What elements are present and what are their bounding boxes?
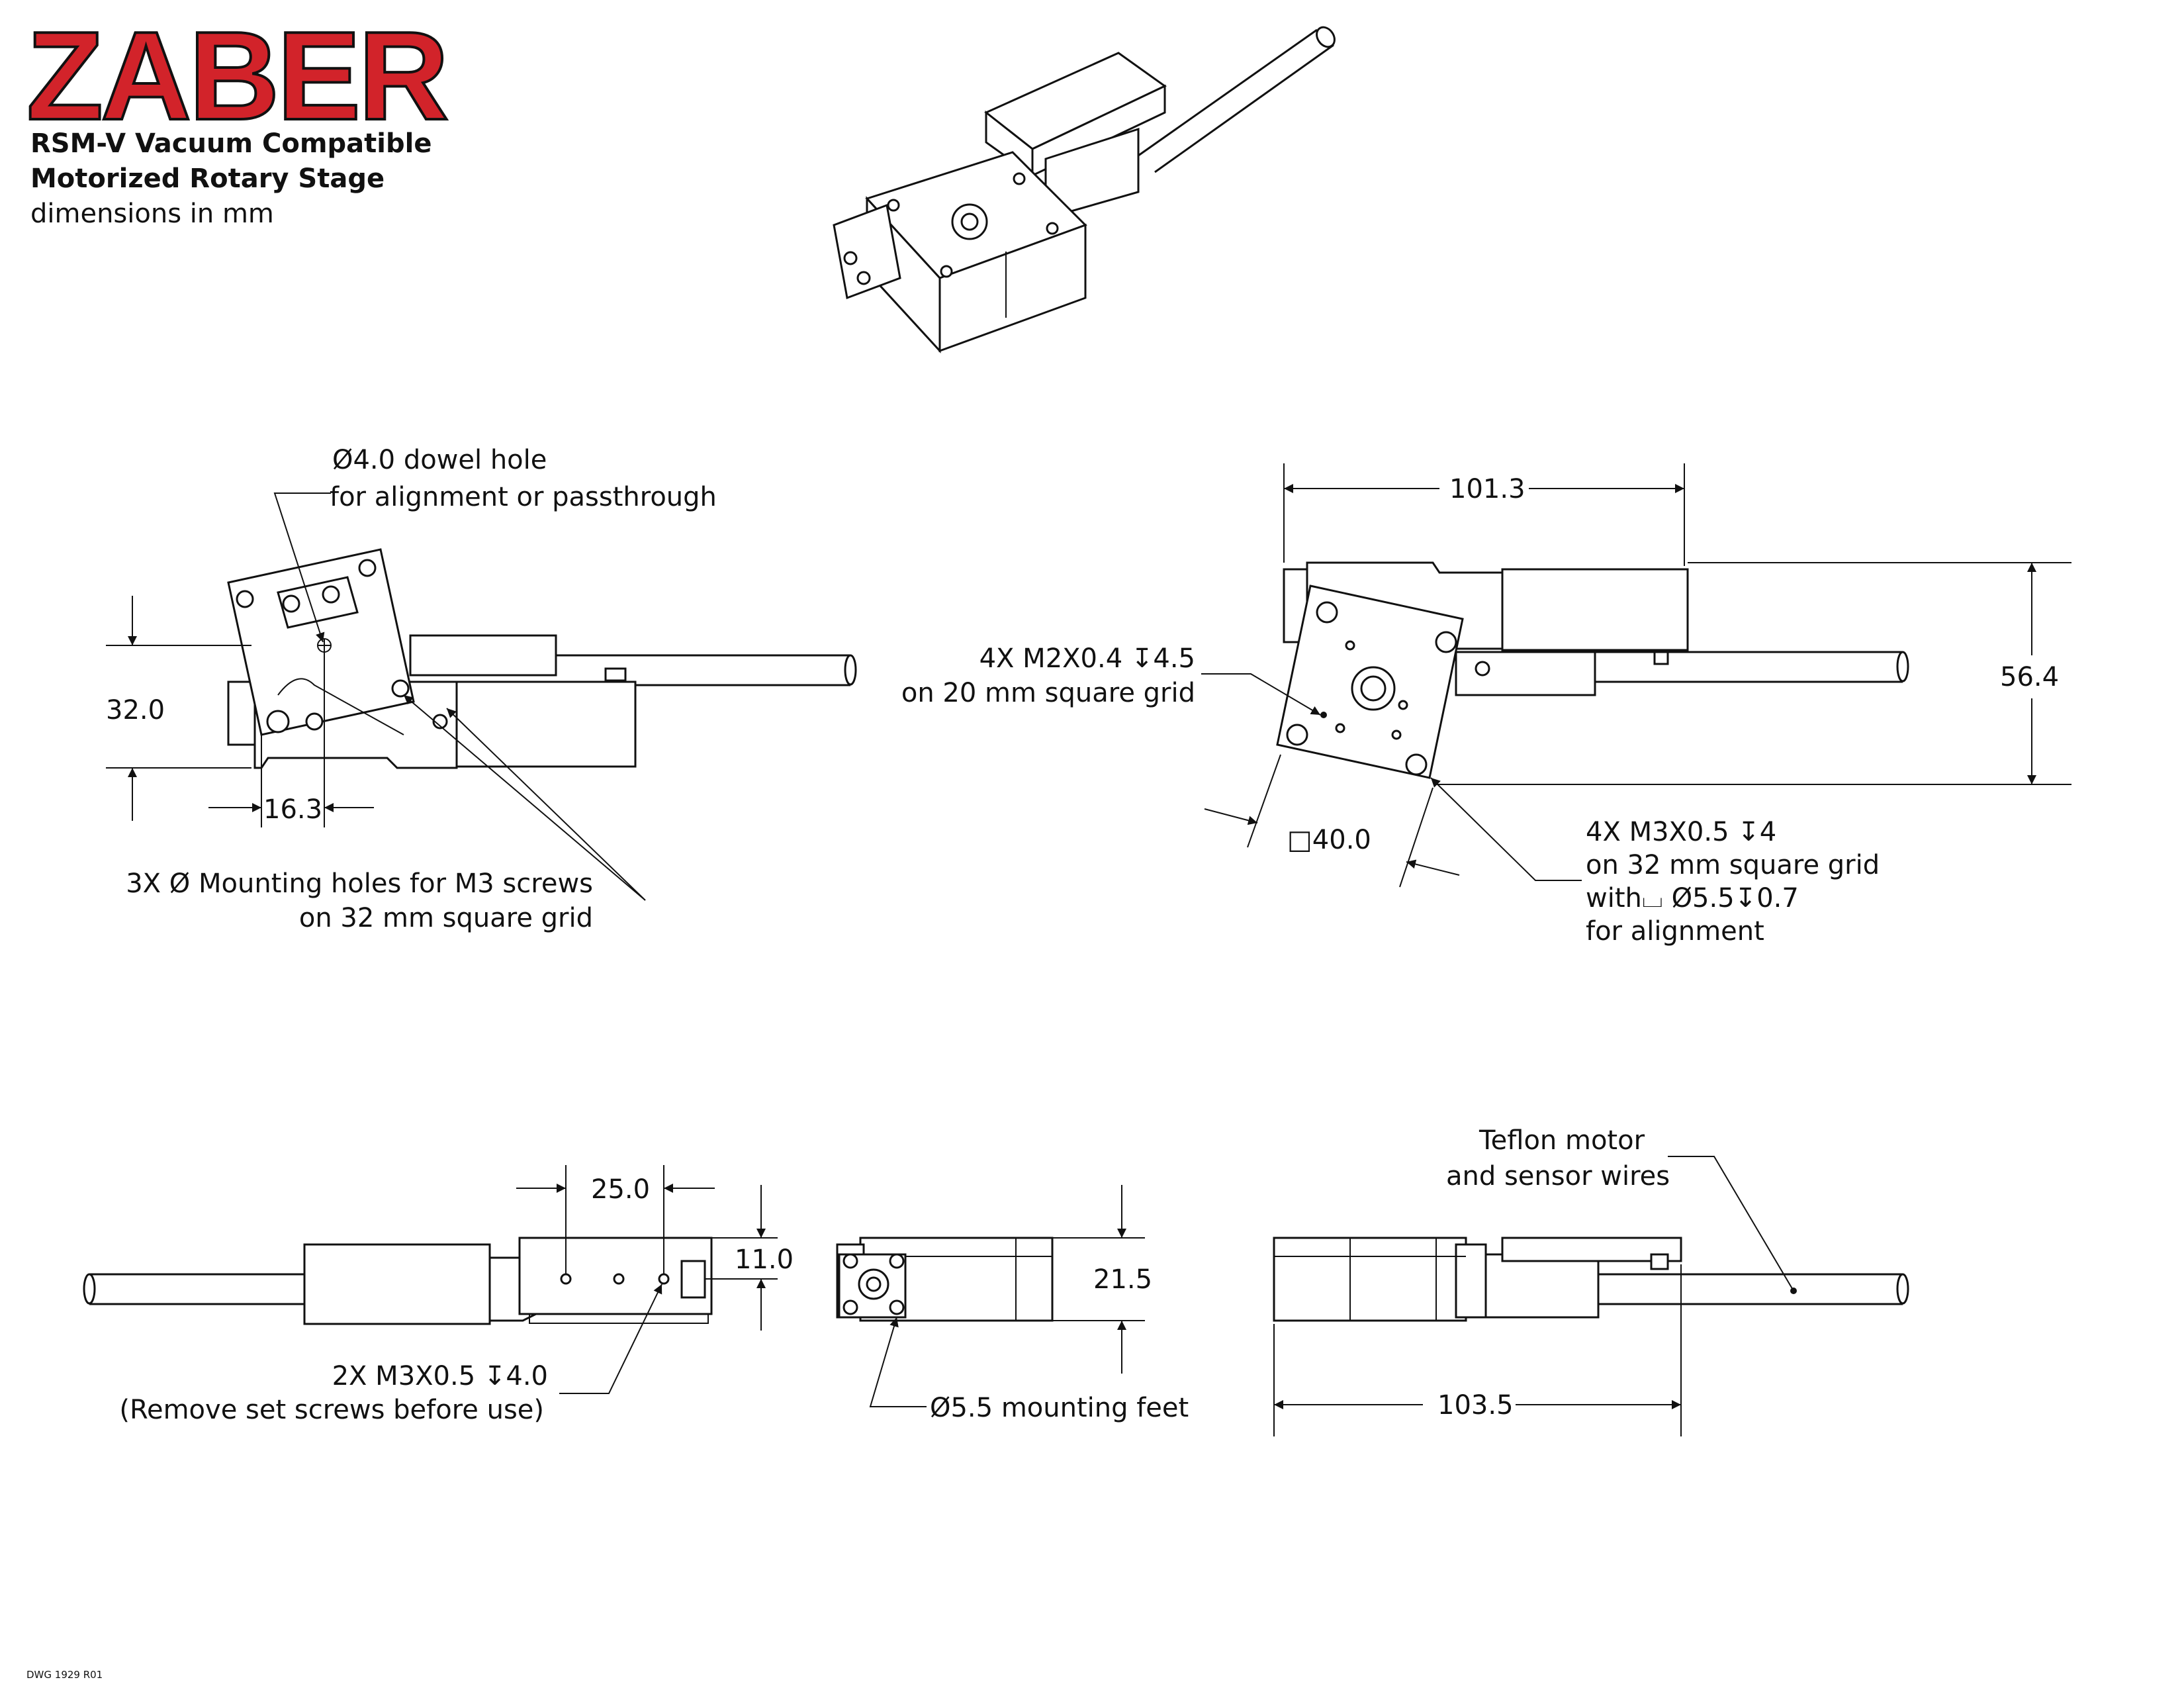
dim-height-56: 56.4	[2000, 662, 2059, 692]
note-m3-holes-line2: on 32 mm square grid	[1586, 850, 1880, 880]
note-dowel-hole-line1: Ø4.0 dowel hole	[332, 445, 547, 475]
note-set-screws-line2: (Remove set screws before use)	[119, 1395, 544, 1425]
dim-length-103: 103.5	[1437, 1390, 1514, 1421]
note-wires-line1: Teflon motor	[1479, 1125, 1645, 1156]
note-mounting-feet: Ø5.5 mounting feet	[930, 1393, 1189, 1423]
note-mounting-holes-line2: on 32 mm square grid	[299, 903, 593, 933]
top-view-left: Ø4.0 dowel hole for alignment or passthr…	[106, 445, 857, 933]
drawing-title-line1: RSM-V Vacuum Compatible	[30, 128, 432, 159]
dim-height-21: 21.5	[1093, 1264, 1152, 1295]
note-m2-holes-line1: 4X M2X0.4 ↧4.5	[979, 643, 1195, 674]
top-view-right: 101.3 56.4 □40.0 4X M2X0.4 ↧4.5 on 20 mm…	[901, 463, 2071, 947]
dim-length-101: 101.3	[1449, 474, 1525, 504]
drawing-number: DWG 1929 R01	[26, 1669, 103, 1681]
units-note: dimensions in mm	[30, 199, 274, 229]
side-view-right: 103.5 Teflon motor and sensor wires	[1273, 1125, 1909, 1436]
note-m2-holes-line2: on 20 mm square grid	[901, 678, 1195, 708]
drawing-title-line2: Motorized Rotary Stage	[30, 164, 385, 194]
note-mounting-holes-line1: 3X Ø Mounting holes for M3 screws	[126, 868, 593, 899]
isometric-view	[833, 26, 1336, 353]
note-m3-holes-line1: 4X M3X0.5 ↧4	[1586, 817, 1776, 847]
dim-height-32: 32.0	[106, 695, 165, 726]
note-set-screws-line1: 2X M3X0.5 ↧4.0	[332, 1361, 548, 1391]
side-view-left: 25.0 11.0 2X M3X0.5 ↧4.0 (Remove set scr…	[83, 1165, 794, 1425]
dim-square-40: □40.0	[1287, 825, 1371, 855]
dim-offset-16: 16.3	[263, 794, 322, 825]
note-wires-line2: and sensor wires	[1446, 1161, 1670, 1192]
zaber-logo: ZABER	[26, 6, 447, 146]
end-view: 21.5 Ø5.5 mounting feet	[836, 1185, 1189, 1423]
dim-spacing-25: 25.0	[591, 1174, 650, 1205]
note-m3-holes-line3: with⌴ Ø5.5↧0.7	[1586, 883, 1799, 914]
note-dowel-hole-line2: for alignment or passthrough	[330, 482, 717, 512]
dim-height-11: 11.0	[735, 1244, 794, 1275]
note-m3-holes-line4: for alignment	[1586, 916, 1764, 947]
